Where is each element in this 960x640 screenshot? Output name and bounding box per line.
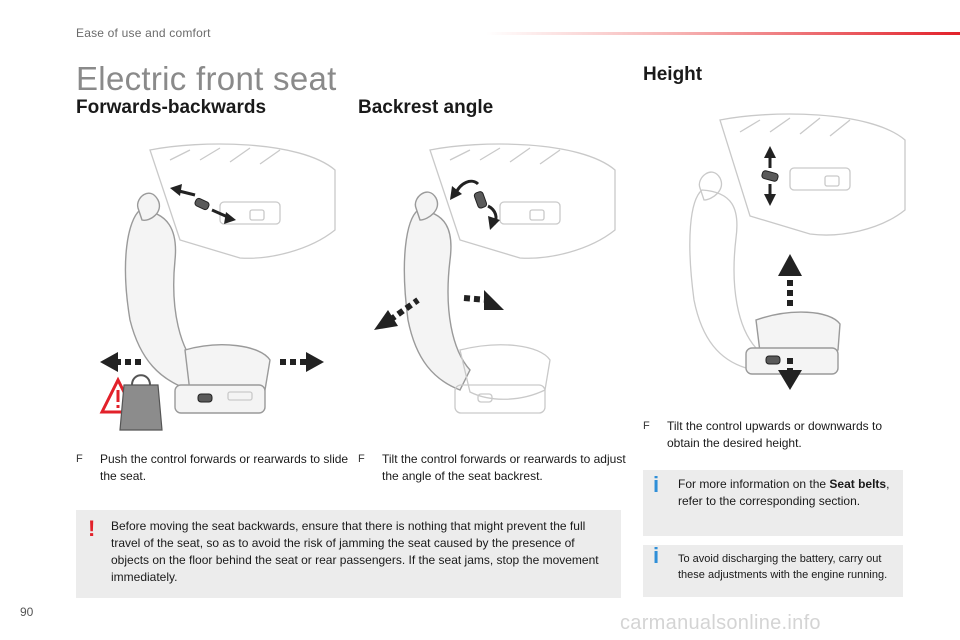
watermark: carmanualsonline.info	[620, 612, 821, 634]
header-rule	[486, 32, 960, 35]
warning-box: ! Before moving the seat backwards, ensu…	[76, 510, 621, 598]
heading-forwards-backwards: Forwards-backwards	[76, 97, 267, 118]
instruction-text: Tilt the control upwards or downwards to…	[667, 419, 882, 450]
warning-text: Before moving the seat backwards, ensure…	[111, 519, 599, 584]
battery-info-box: i To avoid discharging the battery, carr…	[643, 545, 903, 597]
seat-belts-info-text: For more information on the Seat belts, …	[678, 476, 898, 510]
instruction-text: Push the control forwards or rearwards t…	[100, 452, 349, 483]
instruction-text: Tilt the control forwards or rearwards t…	[382, 452, 626, 483]
seat-belts-info-prefix: For more information on the	[678, 477, 830, 491]
info-icon: i	[653, 543, 660, 568]
page-title: Electric front seat	[76, 60, 337, 97]
seat-belts-link-label: Seat belts	[829, 477, 887, 491]
seat-belts-info-box: i For more information on the Seat belts…	[643, 470, 903, 536]
instruction-backrest-angle: F Tilt the control forwards or rearwards…	[358, 451, 634, 485]
heading-height: Height	[643, 64, 703, 85]
page-number: 90	[20, 605, 34, 619]
battery-info-text: To avoid discharging the battery, carry …	[678, 553, 888, 581]
checkbox-bullet-icon: F	[643, 420, 650, 432]
heading-backrest-angle: Backrest angle	[358, 97, 494, 118]
header-section-label: Ease of use and comfort	[76, 26, 211, 40]
seat-belts-info-suffix: , refer to the corresponding section.	[678, 477, 890, 508]
info-icon: i	[653, 472, 660, 497]
seat-slide-illustration	[99, 143, 336, 431]
instruction-height: F Tilt the control upwards or downwards …	[643, 418, 917, 452]
warning-icon: !	[88, 516, 96, 541]
checkbox-bullet-icon: F	[76, 453, 83, 465]
instruction-forwards-backwards: F Push the control forwards or rearwards…	[76, 451, 362, 485]
checkbox-bullet-icon: F	[358, 453, 365, 465]
seat-height-illustration	[689, 113, 906, 390]
backrest-angle-illustration	[374, 143, 616, 414]
